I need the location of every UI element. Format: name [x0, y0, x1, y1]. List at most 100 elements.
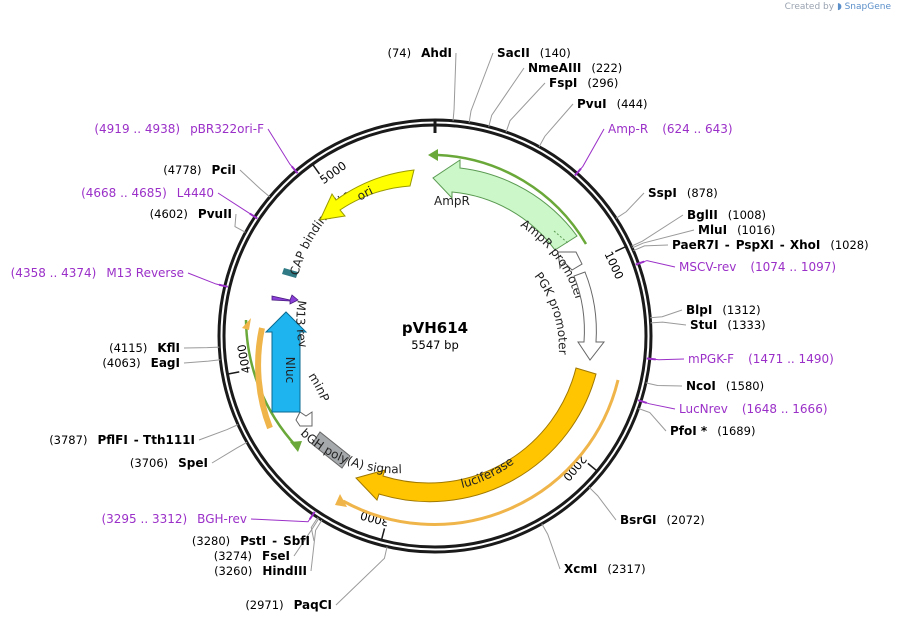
site-pos: (2072): [667, 513, 705, 527]
primer-leader: [650, 358, 685, 361]
site-sep: -: [780, 238, 785, 252]
site-label-sacii: SacII(140): [497, 46, 571, 60]
tick-label: 5000: [317, 158, 349, 186]
primer-name: LucNrev: [679, 402, 728, 416]
site-label-ahdi: (74)AhdI: [388, 46, 453, 60]
site-leader: [645, 382, 683, 387]
site-leader: [588, 486, 617, 521]
site-label-blpi: BlpI(1312): [686, 303, 761, 317]
site-label-psti: (3280)PstI-SbfI: [192, 534, 310, 548]
site-pos: (1580): [726, 379, 764, 393]
primer-leader: [577, 128, 605, 173]
site-name: NmeAIII: [528, 61, 581, 75]
site-leader: [615, 192, 645, 219]
snapgene-brand: SnapGene: [844, 2, 891, 12]
site-label-mlui: MluI(1016): [698, 223, 775, 237]
site-name: PciI: [212, 163, 237, 177]
tick-label: 2000: [560, 452, 589, 483]
site-leader: [234, 213, 246, 233]
primer-name: Amp-R: [608, 122, 648, 136]
site-name: KflI: [157, 341, 180, 355]
site-name: PvuII: [198, 207, 232, 221]
primer-range: (1074 .. 1097): [750, 260, 836, 274]
m13-rev-label: M13 rev: [293, 300, 310, 349]
site-sep: -: [272, 534, 277, 548]
plasmid-length: 5547 bp: [411, 338, 459, 352]
site-leader: [310, 517, 319, 542]
primer-range: (1648 .. 1666): [742, 402, 828, 416]
site-name: PaeR7I: [672, 238, 719, 252]
tick-mark: [587, 462, 598, 472]
nluc-label: Nluc: [283, 357, 297, 384]
site-leader: [310, 519, 323, 572]
site-name: MluI: [698, 223, 727, 237]
site-pos: (3260): [214, 564, 252, 578]
site-pos: (4063): [102, 356, 140, 370]
site-name: FseI: [262, 549, 290, 563]
nluc-orf-arrowhead: [290, 441, 302, 452]
site-label-pfoi: PfoI *(1689): [670, 424, 755, 438]
primer-range: (4668 .. 4685): [81, 186, 167, 200]
site-label-pcii: (4778)PciI: [163, 163, 236, 177]
bgh-polya-label: bGH poly(A) signal: [298, 426, 402, 476]
site-label-paer7i: PaeR7I-PspXI-XhoI(1028): [672, 238, 869, 252]
site-name: PfoI *: [670, 424, 708, 438]
site-leader: [198, 424, 239, 441]
pgk-promoter-arrow: [573, 271, 606, 361]
tick-mark: [380, 528, 386, 541]
site-leader: [541, 523, 561, 570]
site-name: PaqCI: [294, 598, 332, 612]
bgh-polya-feature: [311, 431, 351, 469]
snapgene-credit: Created by ◗ SnapGene: [785, 2, 891, 12]
site-name: SpeI: [178, 456, 208, 470]
created-by-text: Created by: [784, 2, 835, 12]
primer-name: L4440: [177, 186, 214, 200]
site-sep: -: [134, 433, 139, 447]
site-leader: [452, 52, 457, 121]
site-label-pvuii: (4602) PvuII: [150, 207, 232, 221]
site-leader: [211, 441, 248, 464]
primer-label-m13-reverse: (4358 .. 4374)M13 Reverse: [11, 266, 184, 280]
ori-feature: [319, 169, 415, 221]
site-leader: [239, 169, 271, 198]
site-leader: [631, 214, 684, 247]
ori-label: ori: [354, 184, 375, 204]
ampr-label: AmpR: [434, 194, 470, 208]
site-pos: (2317): [607, 562, 645, 576]
site-name: FspI: [549, 76, 577, 90]
site-leader: [183, 346, 220, 349]
site-name: BlpI: [686, 303, 712, 317]
ampr-promoter-arrow: [557, 251, 583, 271]
cap-site-feature: [282, 268, 298, 278]
site-label-ncoi: NcoI (1580): [686, 379, 764, 393]
tick-label: 1000: [602, 249, 627, 281]
primer-label-mpgk-f: mPGK-F(1471 .. 1490): [688, 352, 834, 366]
site-name: NcoI: [686, 379, 716, 393]
site-pos: (2971): [245, 598, 283, 612]
primer-label-pbr322ori-f: (4919 .. 4938)pBR322ori-F: [94, 122, 264, 136]
site-leader: [488, 67, 525, 127]
site-name: EagI: [151, 356, 180, 370]
primer-range: (624 .. 643): [662, 122, 732, 136]
site-label-spei: (3706)SpeI: [130, 456, 208, 470]
site-leader: [650, 309, 683, 319]
primer-leader: [250, 514, 313, 523]
site-pos: (1008): [728, 208, 766, 222]
site-pos: (3274): [214, 549, 252, 563]
site-pos: (4602): [150, 207, 188, 221]
pgk-promoter-label: PGK promoter: [532, 269, 570, 354]
site-label-pflfi: (3787)PflFI-Tth111I: [49, 433, 195, 447]
nluc-feature: [264, 311, 308, 413]
primer-leader: [267, 128, 296, 171]
site-label-nmeaiii: NmeAIII(222): [528, 61, 622, 75]
tick-mark: [311, 163, 321, 175]
luciferase-orf-arrowhead: [335, 494, 347, 507]
primer-leader: [639, 260, 676, 268]
site-name: XcmI: [564, 562, 597, 576]
site-leader: [633, 244, 669, 252]
site-pos: (3787): [49, 433, 87, 447]
site-leader: [293, 517, 320, 557]
site-label-stui: StuI(1333): [690, 318, 766, 332]
primer-leader: [217, 192, 255, 217]
